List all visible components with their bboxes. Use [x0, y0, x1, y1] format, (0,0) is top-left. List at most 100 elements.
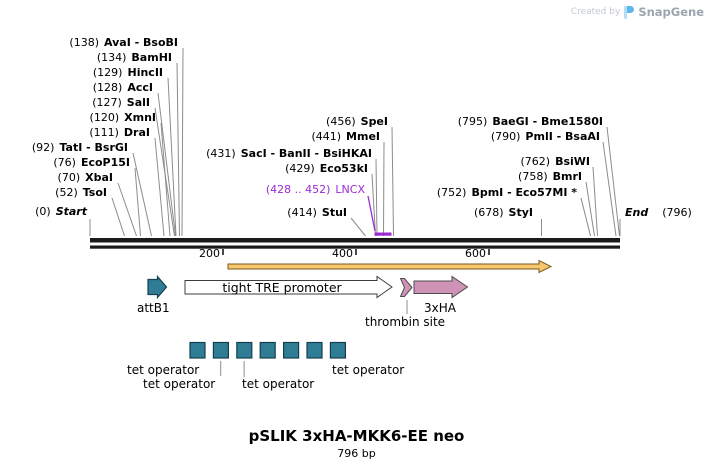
callout-line — [383, 141, 385, 237]
site-name: PmlI - BsaAI — [525, 130, 600, 143]
callout-line — [585, 181, 595, 237]
site-label-saci-banii-bsihkai: (431) SacI - BanII - BsiHKAI — [206, 147, 372, 160]
site-label-styi: (678) StyI — [474, 206, 533, 219]
site-pos: (431) — [206, 147, 236, 160]
callout-line — [391, 126, 394, 237]
watermark: Created by SnapGene — [571, 5, 704, 19]
site-label-hincii: (129) HincII — [93, 66, 163, 79]
site-pos: (76) — [53, 156, 76, 169]
site-name: HincII — [127, 66, 163, 79]
callout-line — [111, 197, 125, 237]
site-pos: (790) — [490, 130, 521, 143]
end-text: End — [625, 206, 649, 219]
start-pos: (0) — [35, 205, 51, 218]
tet-operator-squares — [189, 341, 346, 359]
site-pos: (795) — [457, 115, 488, 128]
site-pos: (134) — [96, 51, 127, 64]
site-label-pmli-bsaai: (790) PmlI - BsaAI — [491, 130, 600, 143]
tet-operator-square — [259, 341, 276, 359]
callout-line — [350, 217, 366, 237]
3xha-label: 3xHA — [424, 301, 456, 315]
site-pos: (127) — [92, 96, 122, 109]
orange-span-arrow — [227, 259, 553, 274]
site-pos: (138) — [69, 36, 99, 49]
site-label-acci: (128)AccI — [93, 81, 153, 94]
start-text: Start — [55, 205, 87, 218]
site-label-stui: (414) StuI — [287, 206, 347, 219]
tet-operator-label-4: tet operator — [332, 363, 405, 377]
callout-line — [157, 92, 176, 237]
tet-operator-square — [212, 341, 229, 359]
site-name: BamHI — [131, 51, 172, 64]
ruler-label-600: 600 — [465, 247, 486, 260]
site-name: StyI — [508, 206, 533, 219]
site-label-eco53ki: (429)Eco53kI — [285, 162, 368, 175]
attb1-label: attB1 — [137, 301, 170, 315]
site-pos: (128) — [92, 81, 123, 94]
thrombin-site-label: thrombin site — [365, 315, 446, 329]
site-name: SalI — [126, 96, 150, 109]
callout-line — [134, 167, 141, 237]
site-label-xmni: (120) XmnI — [90, 111, 156, 124]
callout-line — [375, 158, 378, 237]
lncx-label: (428 .. 452) LNCX — [266, 183, 365, 196]
site-label-spei: (456) SpeI — [326, 115, 388, 128]
site-pos: (752) — [436, 186, 467, 199]
site-name: SpeI — [360, 115, 388, 128]
site-name: BsiWI — [555, 155, 590, 168]
site-name: XmnI — [124, 111, 156, 124]
sequence-bar-bottom — [90, 245, 620, 249]
site-pos: (456) — [326, 115, 356, 128]
site-label-baegi-bme1580i: (795) BaeGI - Bme1580I — [458, 115, 603, 128]
site-name: BmrI — [552, 170, 582, 183]
ruler-label-200: 200 — [199, 247, 220, 260]
site-label-xbai: (70) XbaI — [58, 171, 113, 184]
site-label-avai-bsobi: (138) AvaI - BsoBI — [69, 36, 178, 49]
callout-line — [181, 47, 184, 237]
middle-callout-lines — [350, 126, 394, 237]
site-name: SacI - BanII - BsiHKAI — [240, 147, 372, 160]
tre-promoter-arrow — [184, 275, 393, 299]
site-pos: (129) — [92, 66, 123, 79]
site-name: BpmI - Eco57MI * — [471, 186, 577, 199]
site-label-bmri: (758) BmrI — [518, 170, 582, 183]
tet-operator-label-3: tet operator — [242, 377, 315, 391]
site-label-drai: (111)DraI — [89, 126, 150, 139]
site-pos: (414) — [287, 206, 317, 219]
site-name: StuI — [321, 206, 347, 219]
site-name: XbaI — [85, 171, 113, 184]
sequence-bar-top — [90, 238, 620, 243]
ruler-label-400: 400 — [332, 247, 353, 260]
callout-line — [117, 182, 137, 237]
site-name: BaeGI - Bme1580I — [492, 115, 603, 128]
start-label: (0) Start — [35, 205, 87, 218]
site-pos: (120) — [89, 111, 120, 124]
map-length: 796 bp — [337, 447, 376, 460]
site-pos: (678) — [473, 206, 504, 219]
site-name: EcoP15I — [80, 156, 130, 169]
callout-line — [371, 173, 376, 237]
tet-operator-square — [329, 341, 346, 359]
site-label-mmei: (441) MmeI — [311, 130, 380, 143]
site-pos: (441) — [311, 130, 342, 143]
site-name: AvaI - BsoBI — [104, 36, 178, 49]
end-pos: (796) — [662, 206, 692, 219]
site-name: MmeI — [346, 130, 380, 143]
map-title: pSLIK 3xHA-MKK6-EE neo — [248, 427, 465, 445]
site-pos: (762) — [520, 155, 551, 168]
site-label-bamhi: (134) BamHI — [97, 51, 172, 64]
site-pos: (92) — [31, 141, 55, 154]
site-pos: (52) — [55, 186, 78, 199]
site-pos: (758) — [518, 170, 548, 183]
site-label-ecop15i: (76) EcoP15I — [53, 156, 130, 169]
tet-operator-square — [306, 341, 323, 359]
callout-line — [154, 137, 165, 237]
ruler-ticks — [222, 249, 490, 255]
site-name: DraI — [123, 126, 150, 139]
site-pos: (70) — [57, 171, 81, 184]
lncx-name: LNCX — [335, 183, 365, 196]
lncx-pos: (428 .. 452) — [265, 183, 331, 196]
callout-line — [160, 122, 171, 237]
